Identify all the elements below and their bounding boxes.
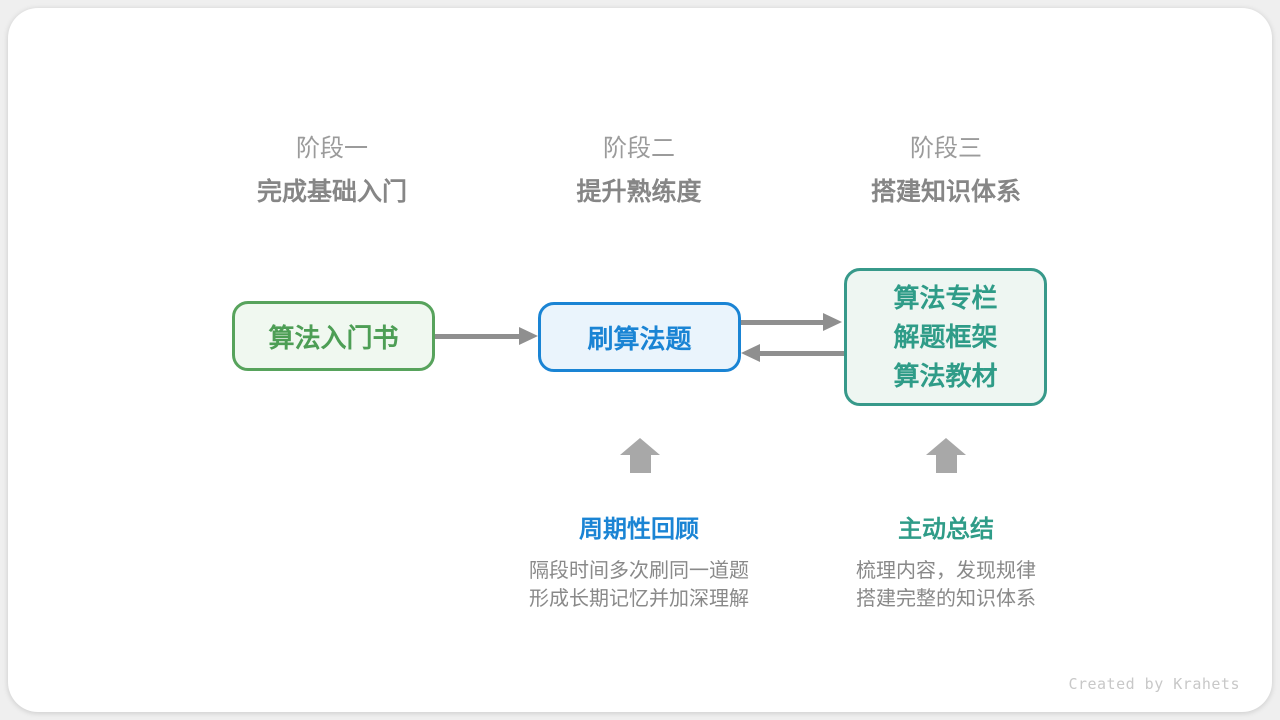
node-intro-book: 算法入门书 (232, 301, 435, 371)
stage1-title: 完成基础入门 (256, 178, 408, 206)
node-intro-book-label: 算法入门书 (268, 322, 399, 353)
node-resources-line3: 算法教材 (893, 360, 998, 391)
node-resources-line1: 算法专栏 (893, 282, 998, 313)
up-arrow-summary-icon (926, 438, 966, 473)
node-resources: 算法专栏 解题框架 算法教材 (844, 268, 1047, 406)
annotation-summary-desc: 梳理内容，发现规律 搭建完整的知识体系 (856, 557, 1036, 613)
stage2-label: 阶段二 (603, 135, 675, 162)
footer-credit: Created by Krahets (1068, 675, 1240, 693)
stage3-title: 搭建知识体系 (870, 178, 1022, 206)
annotation-review-title: 周期性回顾 (579, 516, 699, 543)
annotation-review-desc: 隔段时间多次刷同一道题 形成长期记忆并加深理解 (529, 557, 749, 613)
annotation-summary-desc-line2: 搭建完整的知识体系 (856, 588, 1036, 610)
stage2-title: 提升熟练度 (576, 178, 702, 206)
up-arrow-review-icon (620, 438, 660, 473)
node-practice-label: 刷算法题 (587, 323, 692, 354)
node-practice: 刷算法题 (538, 302, 741, 372)
stage3-label: 阶段三 (910, 135, 982, 162)
annotation-summary-desc-line1: 梳理内容，发现规律 (856, 560, 1036, 582)
stage1-label: 阶段一 (296, 135, 368, 162)
annotation-review-desc-line2: 形成长期记忆并加深理解 (529, 588, 749, 610)
annotation-review-desc-line1: 隔段时间多次刷同一道题 (529, 560, 749, 582)
node-resources-line2: 解题框架 (893, 321, 998, 352)
annotation-summary-title: 主动总结 (898, 516, 994, 543)
